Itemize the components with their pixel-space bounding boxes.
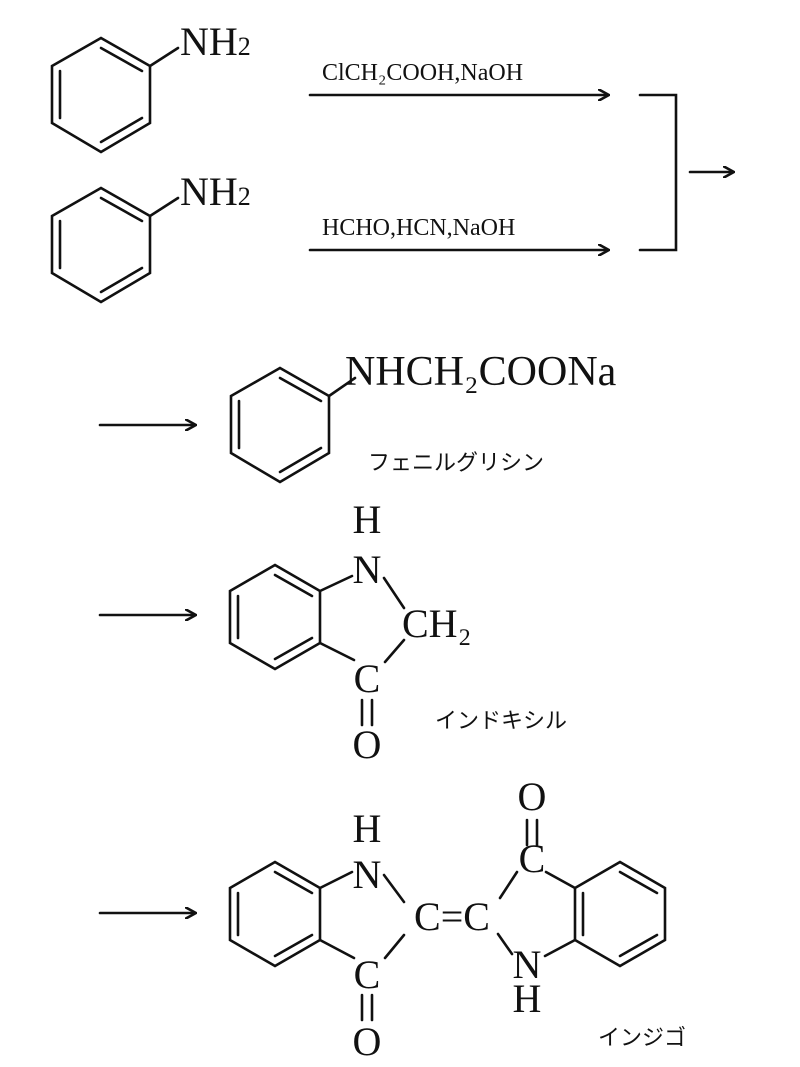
indoxyl-h: H <box>353 497 382 542</box>
aniline-1-nh2: NH2 <box>180 19 251 64</box>
phenylglycine-name: フェニルグリシン <box>368 451 544 476</box>
indigo-structure <box>228 818 667 1022</box>
benzene-ring-aniline-1 <box>50 36 180 154</box>
indoxyl-c: C <box>354 656 381 701</box>
reagent-route-1: ClCH₂COOH,NaOH <box>322 60 523 86</box>
indoxyl-n: N <box>353 547 382 592</box>
indigo-c-c-bridge: C=C <box>414 894 490 939</box>
indigo-h-left: H <box>353 806 382 851</box>
merge-bracket <box>638 93 678 252</box>
indigo-c-top: C <box>519 836 546 881</box>
indoxyl-o: O <box>353 722 382 767</box>
indigo-o-top: O <box>518 774 547 819</box>
indigo-n-left: N <box>353 852 382 897</box>
indigo-o-bottom: O <box>353 1019 382 1064</box>
indigo-h-right: H <box>513 976 542 1021</box>
benzene-ring-aniline-2 <box>50 186 180 304</box>
indigo-n-right: N <box>513 942 542 987</box>
phenylglycine-formula: NHCH₂COONa <box>345 349 617 395</box>
indigo-name: インジゴ <box>598 1026 686 1051</box>
benzene-ring-phenylglycine <box>229 366 357 484</box>
indoxyl-name: インドキシル <box>435 709 567 734</box>
indigo-c-bottom: C <box>354 952 381 997</box>
indoxyl-ch2: CH₂ <box>402 601 472 646</box>
aniline-2-nh2: NH2 <box>180 169 251 214</box>
indoxyl-structure <box>228 563 406 727</box>
reagent-route-2: HCHO,HCN,NaOH <box>322 215 515 241</box>
